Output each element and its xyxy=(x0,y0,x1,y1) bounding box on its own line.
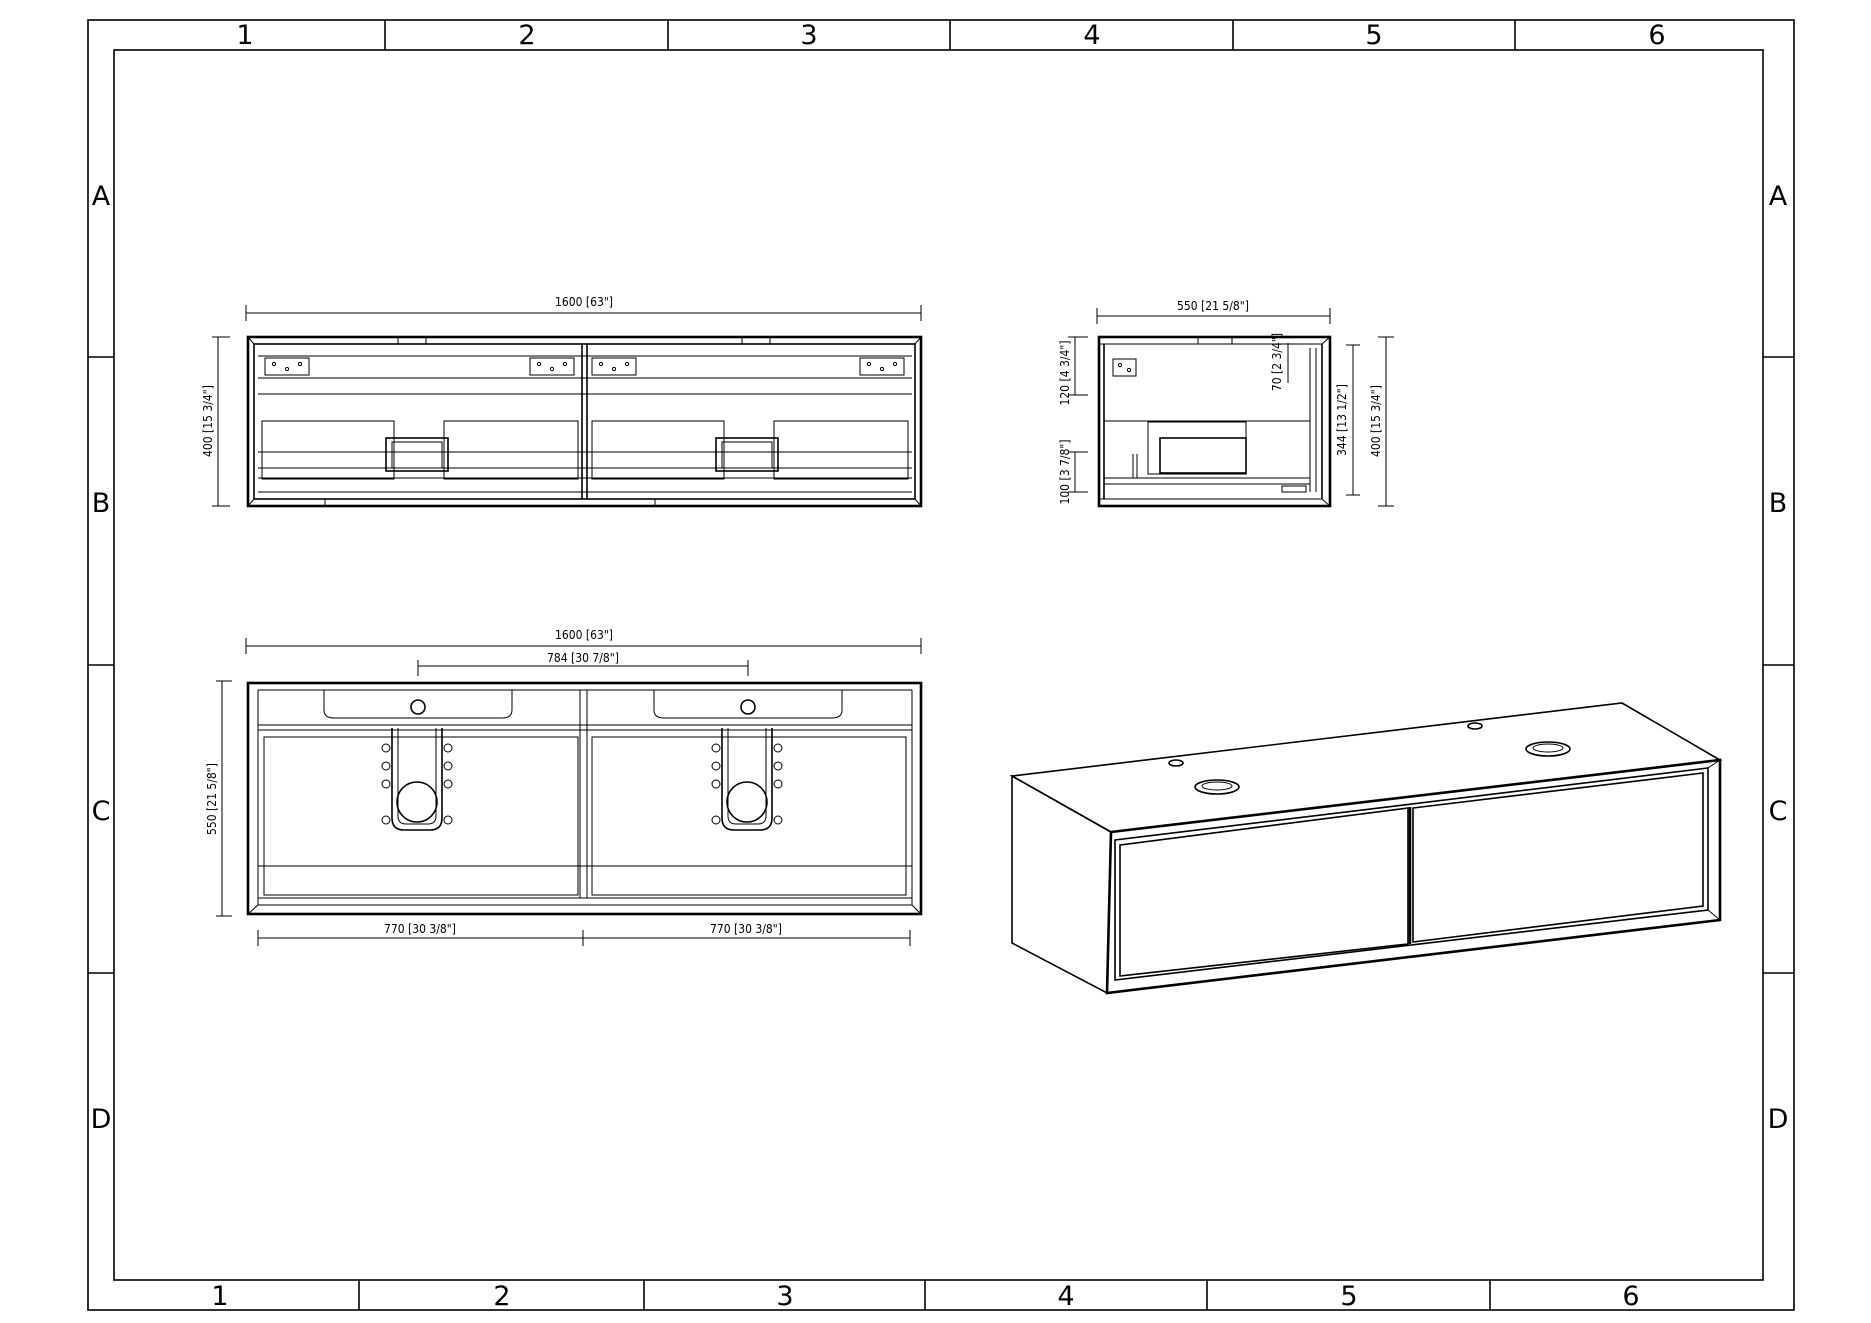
top-right-width-label: 770 [30 3/8"] xyxy=(710,922,782,936)
zone-row-right-c: C xyxy=(1769,796,1788,827)
side-view: 550 [21 5/8"] 120 [4 3/4"] 100 [3 7/8"] … xyxy=(1058,299,1394,508)
zone-row-right-b: B xyxy=(1769,488,1788,519)
top-depth-label: 550 [21 5/8"] xyxy=(205,763,219,835)
zone-col-top-3: 3 xyxy=(800,20,817,51)
drain-trap-top-icon xyxy=(381,728,783,831)
zone-col-bottom-4: 4 xyxy=(1057,1281,1074,1312)
mount-bracket-icon xyxy=(264,357,905,376)
zone-col-top-2: 2 xyxy=(518,20,535,51)
top-center-spacing-label: 784 [30 7/8"] xyxy=(547,651,619,665)
zone-col-bottom-5: 5 xyxy=(1340,1281,1357,1312)
side-top-offset-label: 120 [4 3/4"] xyxy=(1058,340,1072,405)
side-width-label: 550 [21 5/8"] xyxy=(1177,299,1249,313)
side-total-height-label: 400 [15 3/4"] xyxy=(1369,385,1383,457)
zone-col-bottom-1: 1 xyxy=(211,1281,228,1312)
front-view: 1600 [63"] 400 [15 3/4"] xyxy=(201,295,923,508)
zone-col-bottom-6: 6 xyxy=(1622,1281,1639,1312)
sheet-border xyxy=(87,19,1795,1311)
front-height-label: 400 [15 3/4"] xyxy=(201,385,215,457)
top-width-label: 1600 [63"] xyxy=(555,628,613,642)
zone-row-left-d: D xyxy=(91,1104,112,1135)
zone-col-top-1: 1 xyxy=(236,20,253,51)
zone-row-right-a: A xyxy=(1769,181,1788,212)
zone-row-left-a: A xyxy=(92,181,111,212)
zone-col-top-6: 6 xyxy=(1648,20,1665,51)
zone-col-top-5: 5 xyxy=(1365,20,1382,51)
top-view: 1600 [63"] 784 [30 7/8"] 550 [21 5/8"] xyxy=(205,628,923,946)
sink-bowl-icon xyxy=(323,690,843,719)
front-width-label: 1600 [63"] xyxy=(555,295,613,309)
side-inner-height-label: 344 [13 1/2"] xyxy=(1335,384,1349,456)
zone-col-bottom-2: 2 xyxy=(493,1281,510,1312)
zone-row-left-b: B xyxy=(92,488,111,519)
drain-trap-icon xyxy=(385,437,779,472)
zone-row-left-c: C xyxy=(92,796,111,827)
isometric-view xyxy=(1009,702,1723,995)
zone-row-right-d: D xyxy=(1768,1104,1789,1135)
side-bottom-offset-label: 100 [3 7/8"] xyxy=(1058,439,1072,504)
sink-hole-icon xyxy=(1168,722,1571,795)
side-small-label: 70 [2 3/4"] xyxy=(1270,333,1284,391)
zone-labels: 1 2 3 4 5 6 1 2 3 4 5 6 A B C D A B C D xyxy=(91,20,1789,1312)
zone-col-bottom-3: 3 xyxy=(776,1281,793,1312)
zone-col-top-4: 4 xyxy=(1083,20,1100,51)
top-left-width-label: 770 [30 3/8"] xyxy=(384,922,456,936)
